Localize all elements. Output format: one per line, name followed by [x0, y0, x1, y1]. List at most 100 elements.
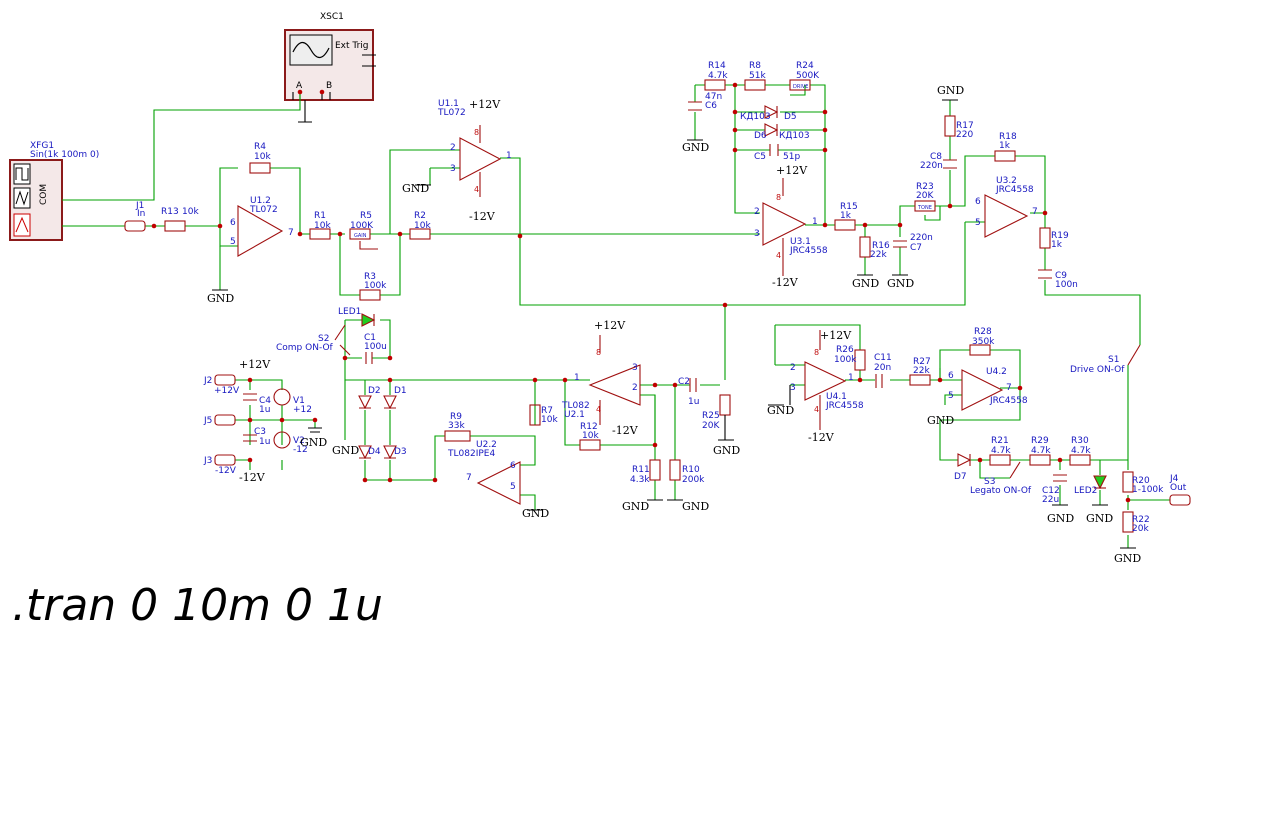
svg-text:4: 4 [814, 405, 819, 414]
u11-label: U1.1 [438, 99, 459, 109]
r12-label: R12 [580, 422, 598, 432]
c2-label: C2 [678, 377, 690, 387]
r11-value: 4.3k [630, 475, 650, 485]
j3-label: J3 [203, 456, 212, 466]
vpos-u41: +12V [820, 329, 852, 342]
r3-label: R3 [364, 272, 376, 282]
v2-label: V2 [293, 436, 305, 446]
r5-value: 100K [350, 221, 374, 231]
u22-part: TL082IPE4 [447, 449, 495, 459]
r16-value: 22k [870, 250, 887, 260]
vneg-u11: -12V [469, 210, 496, 223]
j4-sublabel: Out [1170, 483, 1187, 493]
u21-part: TL082 [561, 401, 590, 411]
svg-text:7: 7 [288, 228, 294, 238]
r10-value: 200k [682, 475, 705, 485]
vneg-u21: -12V [612, 424, 639, 437]
svg-text:4: 4 [474, 185, 479, 194]
r14-label: R14 [708, 61, 726, 71]
gnd-r11: GND [622, 500, 649, 513]
r15-label: R15 [840, 202, 858, 212]
led2-label: LED2 [1074, 486, 1097, 496]
function-generator-xfg1[interactable]: COM XFG1 Sin(1k 100m 0) [9, 141, 99, 241]
r8-label: R8 [749, 61, 761, 71]
svg-text:8: 8 [776, 193, 781, 202]
gnd-c12: GND [1047, 512, 1074, 525]
j2-sublabel: +12V [214, 386, 240, 396]
u12-part: TL072 [249, 205, 278, 215]
r2-label: R2 [414, 211, 426, 221]
svg-text:6: 6 [230, 218, 236, 228]
svg-text:8: 8 [814, 348, 819, 357]
svg-text:7: 7 [1006, 383, 1012, 393]
r9-value: 33k [448, 421, 465, 431]
svg-text:4: 4 [776, 251, 781, 260]
j5-label: J5 [203, 416, 212, 426]
c6-label: C6 [705, 101, 717, 111]
u22-label: U2.2 [476, 440, 497, 450]
r9-label: R9 [450, 412, 462, 422]
c3-value: 1u [259, 437, 270, 447]
r17-value: 220 [956, 130, 973, 140]
ground-symbols [212, 99, 1136, 549]
scope-designator: XSC1 [320, 12, 344, 22]
r18-value: 1k [999, 141, 1011, 151]
fgen-designator: XFG1 [30, 141, 54, 151]
r21-label: R21 [991, 436, 1009, 446]
oscilloscope-xsc1[interactable]: Ext Trig A B XSC1 [284, 12, 374, 101]
svg-text:3: 3 [450, 164, 456, 174]
r24-value: 500K [796, 71, 820, 81]
r19-label: R19 [1051, 231, 1069, 241]
vpos-u11: +12V [469, 98, 501, 111]
gnd-c7: GND [887, 277, 914, 290]
r4-label: R4 [254, 142, 266, 152]
r10-label: R10 [682, 465, 700, 475]
r30-value: 4.7k [1071, 446, 1091, 456]
gnd-r16: GND [852, 277, 879, 290]
u21-label: U2.1 [564, 410, 585, 420]
r29-value: 4.7k [1031, 446, 1051, 456]
c12-value: 22u [1042, 495, 1059, 505]
r1-label: R1 [314, 211, 326, 221]
r22-label: R22 [1132, 515, 1150, 525]
gnd-u42: GND [927, 414, 954, 427]
s1-label: S1 [1108, 355, 1119, 365]
components [124, 79, 1191, 533]
svg-text:6: 6 [975, 197, 981, 207]
svg-text:8: 8 [596, 348, 601, 357]
r28-label: R28 [974, 327, 992, 337]
svg-text:2: 2 [450, 143, 456, 153]
scope-ext-trig-label: Ext Trig [335, 41, 369, 51]
svg-text:7: 7 [466, 473, 472, 483]
spice-directive: .tran 0 10m 0 1u [12, 580, 383, 631]
c1-value: 100u [364, 342, 387, 352]
j1-label: J1 [135, 201, 144, 211]
d2-label: D2 [368, 386, 381, 396]
gnd-r17: GND [937, 84, 964, 97]
u31-label: U3.1 [790, 237, 811, 247]
component-labels: J1 In R13 10k R4 10k U1.2 TL072 U1.1 TL0… [135, 61, 1187, 534]
u32-part: JRC4558 [995, 185, 1034, 195]
c4-label: C4 [259, 396, 271, 406]
c11-value: 20n [874, 363, 891, 373]
gnd-u41: GND [767, 404, 794, 417]
c4-value: 1u [259, 405, 270, 415]
svg-text:1: 1 [848, 373, 854, 383]
svg-text:3: 3 [790, 383, 796, 393]
c8-value: 220n [920, 161, 943, 171]
c5-value: 51p [783, 152, 800, 162]
r13-value: 10k [182, 207, 199, 217]
r24-tag: DRIVE [793, 84, 808, 90]
gnd-supply: GND [300, 436, 327, 449]
j2-label: J2 [203, 376, 212, 386]
scope-channel-b-label: B [326, 81, 332, 91]
r25-label: R25 [702, 411, 720, 421]
vneg-supply: -12V [239, 471, 266, 484]
r1-value: 10k [314, 221, 331, 231]
r17-label: R17 [956, 121, 974, 131]
u41-part: JRC4558 [825, 401, 864, 411]
u32-label: U3.2 [996, 176, 1017, 186]
scope-channel-a-label: A [296, 81, 303, 91]
vneg-u31: -12V [772, 276, 799, 289]
